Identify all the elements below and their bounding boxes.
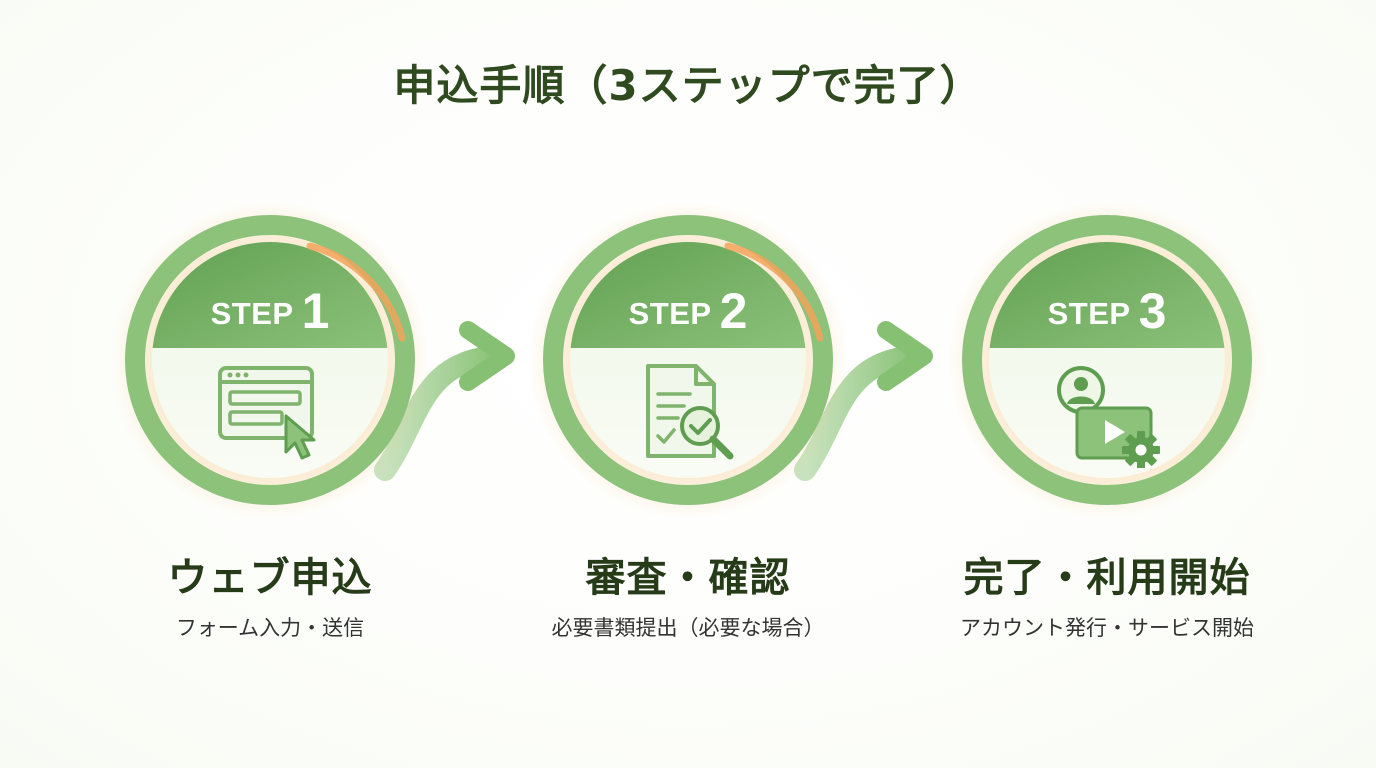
step-3-word: STEP [1047, 296, 1131, 331]
step-1-number: 1 [301, 283, 330, 339]
account-video-gear-icon [1057, 366, 1160, 468]
step-2-word: STEP [628, 296, 712, 331]
step-2-description: 必要書類提出（必要な場合） [551, 616, 825, 640]
step-1-description: フォーム入力・送信 [175, 616, 365, 640]
step-1-word: STEP [210, 296, 294, 331]
web-form-cursor-icon [218, 366, 316, 460]
step-3-description: アカウント発行・サービス開始 [960, 616, 1254, 640]
step-1-title: ウェブ申込 [167, 555, 373, 601]
step-2-number: 2 [719, 283, 748, 339]
step-3-title: 完了・利用開始 [963, 555, 1251, 601]
step-3-number: 3 [1138, 283, 1167, 339]
step-3-ring [947, 200, 1267, 520]
step-2-title: 審査・確認 [585, 555, 791, 601]
step-2-ring [528, 200, 848, 520]
document-review-magnifier-icon [646, 364, 734, 460]
step-1-ring [110, 200, 430, 520]
page-title: 申込手順（3ステップで完了） [393, 61, 983, 110]
